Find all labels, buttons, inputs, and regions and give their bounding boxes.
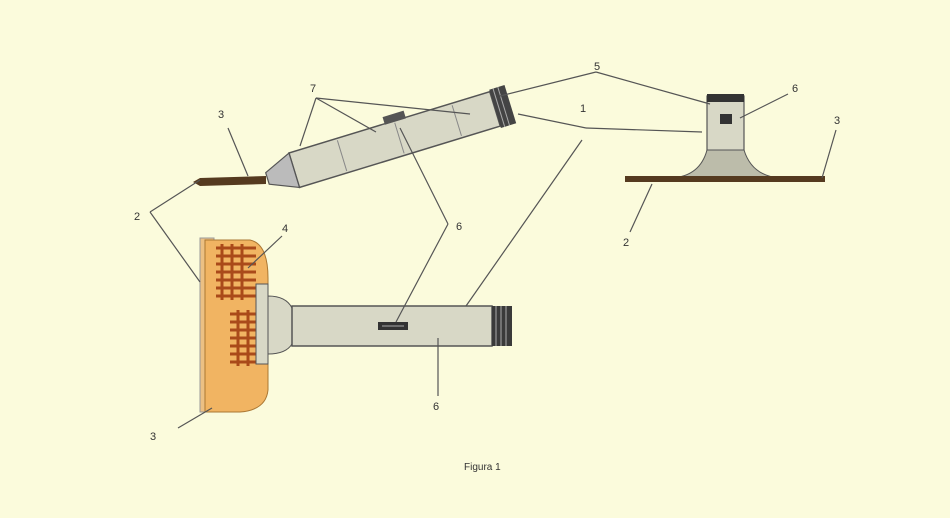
label-7: 7 (310, 83, 316, 95)
lower-cap (492, 306, 512, 346)
label-3-left-top: 3 (218, 109, 224, 121)
upper-clip (382, 110, 406, 125)
upper-tip (265, 151, 301, 189)
label-6-right: 6 (792, 83, 798, 95)
lower-device (199, 237, 512, 413)
upper-plate (193, 176, 266, 186)
upper-device (265, 85, 517, 189)
label-5-top: 5 (594, 61, 600, 73)
reference-numerals: 5 1 7 3 2 4 6 6 3 2 3 6 (134, 61, 840, 443)
label-2-left: 2 (134, 211, 140, 223)
label-1-top: 1 (580, 103, 586, 115)
right-device (625, 94, 825, 182)
figure-caption: Figura 1 (464, 462, 501, 473)
label-3-bottom: 3 (150, 431, 156, 443)
upper-cap (489, 85, 517, 128)
label-4: 4 (282, 223, 288, 235)
label-3-right: 3 (834, 115, 840, 127)
label-6-bottom: 6 (433, 401, 439, 413)
label-6-mid: 6 (456, 221, 462, 233)
label-2-right: 2 (623, 237, 629, 249)
coil-element (216, 244, 256, 366)
leader-lines (149, 71, 837, 429)
right-plate (625, 176, 825, 182)
